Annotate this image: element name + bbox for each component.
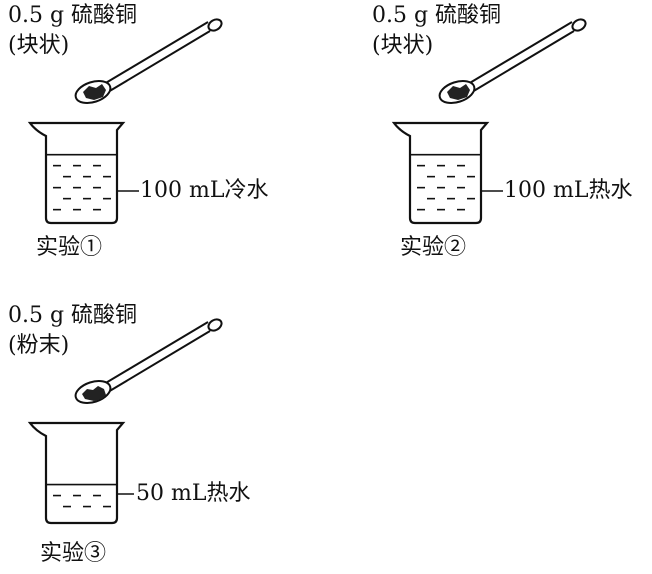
reagent-label: 0.5 g 硫酸铜 — [8, 303, 138, 328]
apparatus-illustration — [27, 18, 223, 225]
water-label: 50 mL热水 — [136, 481, 251, 506]
apparatus-illustration — [391, 18, 587, 225]
beaker-icon — [27, 421, 126, 525]
experiment-label: 实验③ — [40, 541, 107, 566]
experiment-label: 实验① — [36, 235, 103, 260]
water-label: 100 mL热水 — [504, 178, 633, 203]
water-lines — [46, 483, 117, 508]
reagent-label: 0.5 g 硫酸铜 — [372, 3, 502, 28]
beaker-icon — [391, 121, 490, 225]
experiment-3-panel: 0.5 g 硫酸铜 (粉末) 50 mL热水 实验③ — [8, 304, 328, 574]
water-lines — [410, 153, 481, 211]
reagent-form-label: (块状) — [8, 33, 70, 58]
experiment-label: 实验② — [400, 235, 467, 260]
beaker-icon — [27, 121, 126, 225]
copper-sulfate-powder — [82, 386, 106, 401]
copper-sulfate-lump — [83, 84, 106, 100]
copper-sulfate-lump — [447, 84, 470, 100]
water-label: 100 mL冷水 — [140, 178, 269, 203]
experiment-1-panel: 0.5 g 硫酸铜 (块状) 100 mL冷水 实验① — [8, 4, 328, 274]
water-lines — [46, 153, 117, 211]
reagent-form-label: (粉末) — [8, 333, 70, 358]
reagent-form-label: (块状) — [372, 33, 434, 58]
apparatus-illustration — [27, 318, 223, 525]
reagent-label: 0.5 g 硫酸铜 — [8, 3, 138, 28]
experiment-2-panel: 0.5 g 硫酸铜 (块状) 100 mL热水 实验② — [372, 4, 652, 274]
